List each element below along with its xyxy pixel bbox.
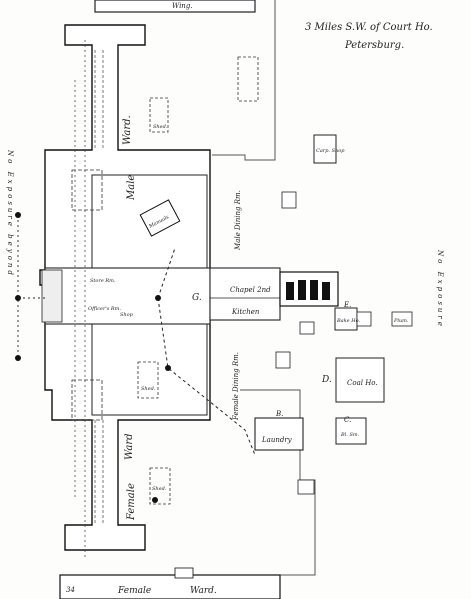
letter-e: E. [343, 301, 351, 309]
bake-house-label: Bake Ho. [336, 318, 361, 324]
female-dining-label: Female Dining Rm. [232, 352, 240, 421]
ward-bottom-label: Ward. [190, 586, 217, 596]
shed-dashed-low [149, 467, 171, 505]
coal-house-label: Coal Ho. [347, 379, 378, 387]
boiler-4 [322, 282, 330, 300]
female-ward-mid-label: Ward [124, 433, 135, 460]
hydrant-icon [15, 355, 21, 361]
blacksmith [335, 417, 367, 445]
manuals-building [139, 199, 181, 237]
laundry-label: Laundry [261, 436, 293, 444]
hydrant-icon [165, 365, 171, 371]
shed-low-label: Shed. [152, 486, 167, 492]
female-mid-label: Female [126, 483, 137, 521]
entrance-portico [41, 269, 63, 323]
shed-dashed-mid [137, 361, 159, 399]
hydrant-icon [152, 497, 158, 503]
plum-label: Plum. [393, 318, 409, 324]
lot-boundary [212, 0, 276, 161]
coal-house [335, 357, 385, 403]
sheet-number: 34 [66, 586, 75, 594]
chapel-kitchen-block [209, 267, 281, 321]
dashed-annex [71, 169, 103, 211]
hydrant-icon [15, 212, 21, 218]
shop-label: Shop [120, 312, 134, 318]
letter-d: D. [321, 375, 332, 385]
shed-mid-label: Shed. [141, 386, 156, 392]
letter-g-bl: C. [344, 416, 351, 424]
kitchen-label: Kitchen [231, 308, 260, 316]
male-ward-label: Ward. [122, 115, 133, 145]
corridor-lines [94, 50, 104, 525]
male-dining-label: Male Dining Rm. [234, 190, 242, 251]
shed-dashed [149, 97, 169, 133]
shed-label: Shed. [153, 124, 168, 130]
carp-shop-label: Carp. Shop [316, 148, 345, 154]
header-line-1: 3 Miles S.W. of Court Ho. [305, 22, 433, 33]
letter-b: B. [275, 410, 283, 418]
store-room-label: Store Rm. [90, 278, 116, 284]
pipe-line [157, 247, 256, 456]
carp-shop [313, 134, 337, 164]
shed-dashed-top [237, 56, 259, 102]
top-wing-building [94, 0, 256, 13]
center-admin-wing [44, 267, 211, 325]
boiler-3 [310, 280, 318, 300]
officers-room-label: Officer's Rm. [88, 306, 121, 312]
bottom-female-ward [59, 574, 281, 599]
hydrant-icon [155, 295, 161, 301]
plum-shop [391, 311, 413, 327]
female-bottom-label: Female [117, 586, 151, 596]
boiler-2 [298, 280, 306, 300]
top-wing-label: Wing. [172, 2, 193, 10]
left-side-note: No Exposure beyond [6, 149, 14, 278]
laundry [254, 417, 304, 451]
dashed-annex-lower [71, 379, 103, 421]
chapel-label: Chapel 2nd [230, 286, 271, 294]
header-line-2: Petersburg. [344, 40, 404, 51]
blacksmith-label: Bl. Sm. [340, 432, 360, 438]
letter-g: G. [192, 293, 202, 303]
right-side-note: No Exposure [436, 249, 444, 329]
male-wing-label: Male [126, 175, 137, 201]
boiler-1 [286, 282, 294, 300]
